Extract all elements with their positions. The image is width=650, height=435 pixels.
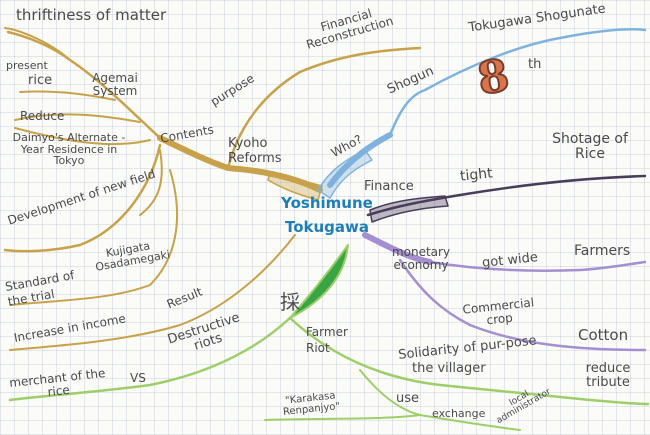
green-branch-karakasa [264, 414, 421, 421]
kyoho-reforms-label: Kyoho Reforms [228, 136, 282, 166]
rice-label: rice [28, 73, 53, 88]
gold-branch-trial [9, 169, 179, 306]
green-branch-farmer-riot [288, 316, 650, 406]
agemai-system-label: Agemai System [92, 71, 138, 98]
reduce-tribute-label: reduce tribute [585, 361, 631, 390]
blue-branch-hatch [317, 149, 373, 199]
finance-label: Finance [364, 179, 414, 194]
central-topic: Yoshimune Tokugawa [268, 194, 386, 236]
eighth-suffix: th [528, 57, 542, 72]
tight-label: tight [459, 165, 494, 185]
gold-branch-hatch [267, 171, 323, 201]
farmer-riot-label: Farmer Riot [306, 325, 348, 356]
kanji-mark: 採 [280, 290, 300, 314]
villager-label: the villager [412, 361, 486, 376]
blue-branch-shogun [388, 28, 647, 137]
exchange-label: exchange [432, 407, 486, 420]
shortage-rice-label: Shotage of Rice [552, 131, 628, 162]
daimyo-label: Daimyo's Alternate -Year Residence in To… [12, 131, 126, 168]
gold-branch-purpose [226, 46, 422, 170]
central-topic-line1: Yoshimune [281, 194, 373, 212]
dark-branch-hatch [369, 195, 449, 223]
gold-branch-daimyo [14, 127, 151, 146]
gold-branch-thrift [4, 27, 71, 61]
purple-branch-commercial [398, 258, 647, 352]
green-branch-riots [8, 316, 292, 402]
green-branch-use [359, 369, 421, 416]
gold-branch-new-field [139, 149, 163, 216]
thriftiness-label: thriftiness of matter [16, 6, 167, 24]
blue-branch-main [327, 132, 393, 188]
vs-label: VS [130, 371, 146, 385]
farmers-label: Farmers [574, 243, 631, 259]
purple-branch-main [362, 232, 433, 265]
monetary-economy-label: monetary economy [391, 245, 451, 272]
central-topic-line2: Tokugawa [284, 217, 370, 236]
cotton-label: Cotton [578, 326, 629, 344]
dark-branch-main [366, 174, 647, 217]
gold-branch-lower [3, 143, 162, 253]
purple-branch-farmers [428, 260, 647, 272]
use-label: use [396, 391, 420, 406]
green-branch-exchange [419, 414, 521, 431]
gold-branch-reduce [14, 113, 141, 123]
reduce-label: Reduce [20, 109, 65, 123]
present-label: present [6, 59, 48, 72]
gold-branch-result [9, 234, 296, 351]
gold-branch-rice [19, 90, 116, 101]
